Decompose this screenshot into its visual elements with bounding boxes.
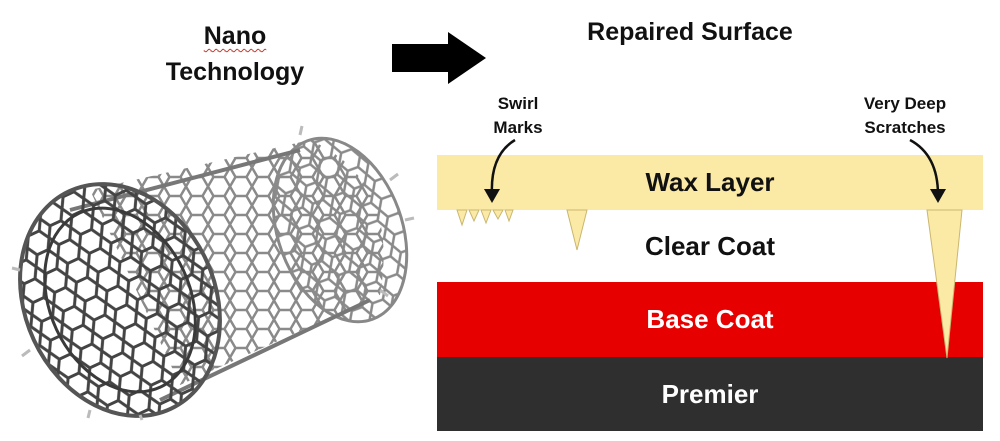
scratch-line2: Scratches <box>864 118 946 137</box>
clear-coat-layer: Clear Coat <box>437 210 983 282</box>
swirl-pointer-arrow <box>484 138 516 203</box>
wax-layer: Wax Layer <box>437 155 983 210</box>
swirl-marks-annotation: Swirl Marks <box>478 92 558 140</box>
base-coat-label: Base Coat <box>646 304 774 334</box>
title-nano: Nano <box>203 22 267 50</box>
nano-technology-title: Nano Technology <box>150 18 320 90</box>
clear-coat-label: Clear Coat <box>644 230 776 261</box>
scratch-pointer-arrow <box>909 138 946 203</box>
premier-label: Premier <box>661 378 759 409</box>
scratch-line1: Very Deep <box>863 94 947 113</box>
carbon-nanotube-illustration <box>11 125 415 421</box>
premier-layer: Premier <box>437 357 983 431</box>
repaired-surface-title: Repaired Surface <box>587 18 793 46</box>
swirl-line1: Swirl <box>497 94 539 113</box>
scratch-fills <box>456 209 963 359</box>
base-coat-layer: Base Coat <box>437 282 983 357</box>
title-technology: Technology <box>165 58 305 86</box>
wax-layer-label: Wax Layer <box>645 167 775 197</box>
very-deep-scratches-annotation: Very Deep Scratches <box>840 92 970 140</box>
swirl-line2: Marks <box>493 118 543 137</box>
right-arrow-icon <box>392 32 486 84</box>
